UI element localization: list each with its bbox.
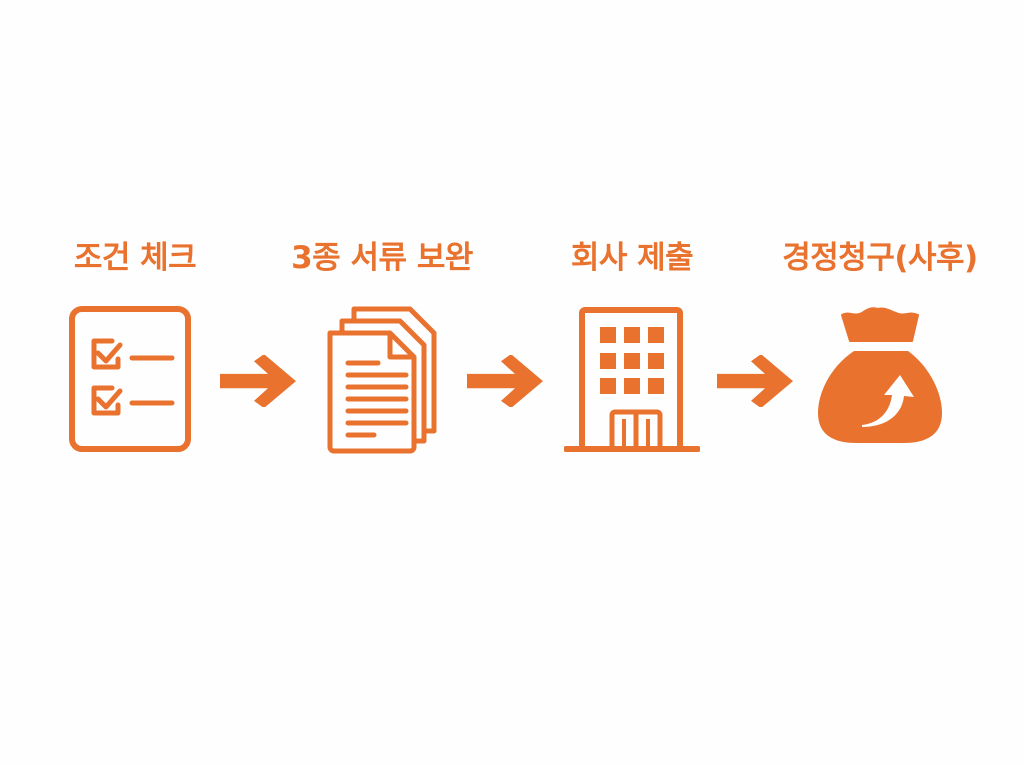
step-4-label: 경정청구(사후) bbox=[782, 240, 978, 276]
money-bag-up-arrow-icon bbox=[814, 303, 946, 451]
arrow-right-icon bbox=[218, 355, 298, 407]
arrow-right-icon bbox=[465, 355, 545, 407]
step-1-label: 조건 체크 bbox=[73, 240, 197, 276]
arrow-right-icon bbox=[715, 355, 795, 407]
documents-stack-icon bbox=[322, 303, 442, 455]
office-building-icon bbox=[564, 303, 700, 455]
step-2-label: 3종 서류 보완 bbox=[291, 240, 473, 276]
step-3-label: 회사 제출 bbox=[570, 240, 694, 276]
checklist-icon bbox=[66, 303, 194, 455]
